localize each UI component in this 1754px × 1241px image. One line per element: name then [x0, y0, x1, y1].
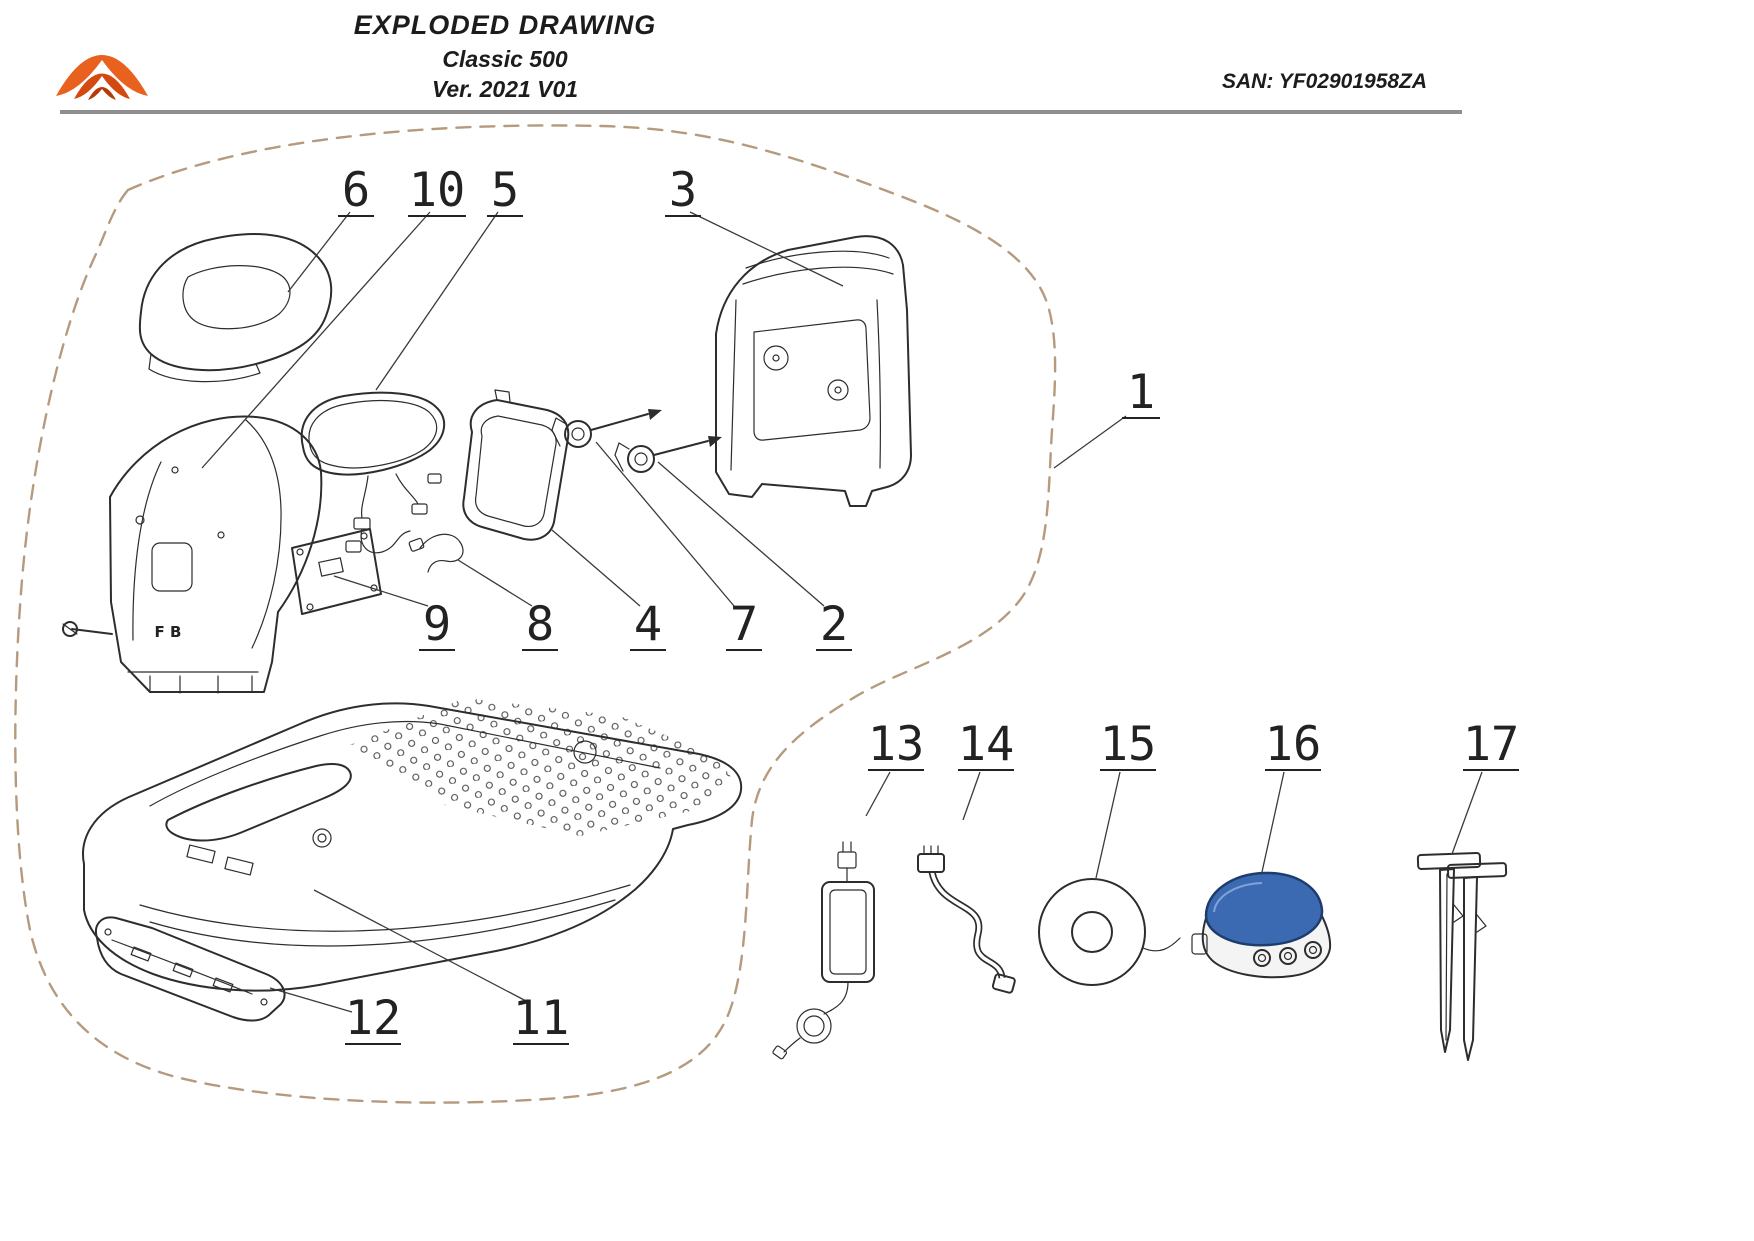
part-bumper — [95, 916, 286, 1022]
part-label-9: 9 — [423, 597, 451, 652]
leader-lines — [201, 211, 1483, 1013]
version-label: Ver. 2021 V01 — [431, 76, 579, 102]
part-blue-housing — [1191, 871, 1332, 979]
part-label-16: 16 — [1265, 717, 1322, 772]
part-gasket-frame — [462, 389, 570, 541]
model-name: Classic 500 — [442, 46, 568, 72]
part-wire-spool — [1038, 878, 1181, 986]
part-label-4: 4 — [634, 597, 662, 652]
part-power-supply — [772, 841, 875, 1060]
part-ground-stakes — [1416, 852, 1508, 1061]
brand-logo — [52, 12, 152, 100]
title-block: EXPLODED DRAWING Classic 500 Ver. 2021 V… — [270, 10, 740, 103]
callout-labels: 1 6 10 5 3 9 8 4 7 2 12 11 13 1 — [338, 163, 1519, 1046]
part-label-10: 10 — [409, 163, 466, 218]
part-cable-small — [408, 533, 464, 573]
part-label-2: 2 — [820, 597, 848, 652]
part-label-5: 5 — [491, 163, 519, 218]
part-label-12: 12 — [345, 991, 402, 1046]
part-motor-right — [614, 436, 722, 473]
part-label-11: 11 — [513, 991, 570, 1046]
assembly-boundary-dashed — [14, 124, 1057, 1104]
part-motor-left — [551, 409, 662, 448]
part-label-17: 17 — [1463, 717, 1520, 772]
san-number: SAN: YF02901958ZA — [1222, 70, 1428, 93]
part-top-cover — [138, 233, 333, 383]
part-label-13: 13 — [868, 717, 925, 772]
header-divider — [60, 110, 1462, 114]
part-label-3: 3 — [669, 163, 697, 218]
page-title: EXPLODED DRAWING — [353, 10, 657, 40]
part-body-cover: F B — [62, 415, 323, 694]
part-label-15: 15 — [1100, 717, 1157, 772]
part-pcb — [291, 528, 382, 615]
part-label-7: 7 — [730, 597, 758, 652]
part-label-8: 8 — [526, 597, 554, 652]
part-cable — [917, 845, 1016, 994]
part-label-1: 1 — [1127, 365, 1155, 420]
body-front-back-marking: F B — [155, 623, 182, 641]
part-rear-cover — [715, 235, 912, 507]
part-wire-loop — [300, 391, 446, 554]
part-chassis — [82, 698, 743, 992]
part-label-14: 14 — [958, 717, 1015, 772]
brand-logo-icon — [56, 55, 148, 100]
part-label-6: 6 — [342, 163, 370, 218]
